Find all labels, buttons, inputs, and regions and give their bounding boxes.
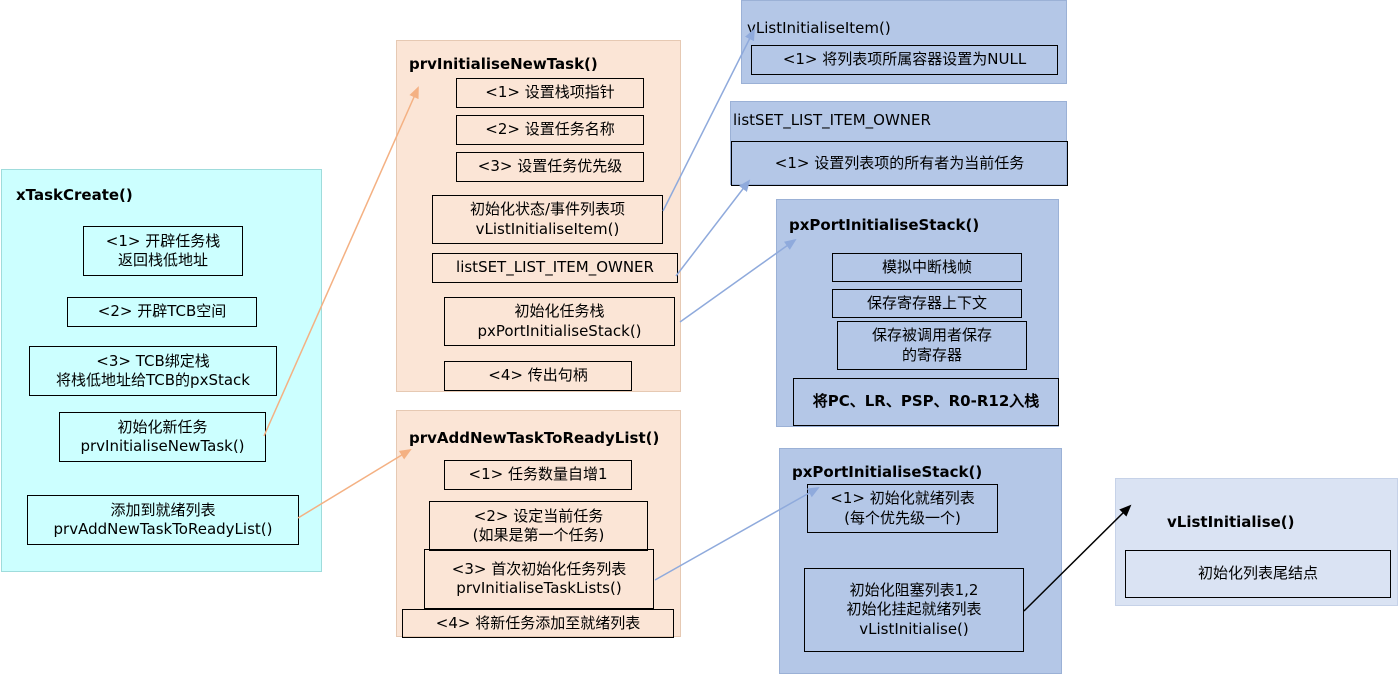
bind-tcb-stack-node: <3> TCB绑定栈 将栈低地址给TCB的pxStack bbox=[29, 346, 277, 396]
simulate-interrupt-frame-node: 模拟中断栈帧 bbox=[832, 253, 1022, 282]
vlistinitialise-panel: vListInitialise() 初始化列表尾结点 bbox=[1115, 478, 1398, 606]
set-container-null-node: <1> 将列表项所属容器设置为NULL bbox=[751, 45, 1058, 75]
save-register-context-node: 保存寄存器上下文 bbox=[832, 289, 1022, 318]
allocate-tcb-node: <2> 开辟TCB空间 bbox=[67, 297, 257, 327]
listsetlistitemowner-title: listSET_LIST_ITEM_OWNER bbox=[733, 111, 931, 129]
set-stack-top-node: <1> 设置栈项指针 bbox=[456, 78, 644, 108]
prvaddnewtasktoreadylist-panel: prvAddNewTaskToReadyList() <1> 任务数量自增1 <… bbox=[396, 410, 681, 638]
init-blocked-suspended-lists-node: 初始化阻塞列表1,2 初始化挂起就绪列表 vListInitialise() bbox=[804, 568, 1024, 652]
add-to-ready-list-step-node: <4> 将新任务添加至就绪列表 bbox=[402, 609, 674, 638]
increment-task-count-node: <1> 任务数量自增1 bbox=[444, 460, 632, 490]
prvinitialisenewtask-panel: prvInitialiseNewTask() <1> 设置栈项指针 <2> 设置… bbox=[396, 40, 681, 392]
prvaddnewtasktoreadylist-title: prvAddNewTaskToReadyList() bbox=[409, 429, 660, 447]
arrow-to-listsetlistitemowner bbox=[675, 179, 751, 277]
vlistinitialiseitem-panel: vListInitialiseItem() <1> 将列表项所属容器设置为NUL… bbox=[741, 0, 1067, 84]
init-task-stack-node: 初始化任务栈 pxPortInitialiseStack() bbox=[444, 297, 675, 346]
prvinitialisetasklists-title: pxPortInitialiseStack() bbox=[792, 463, 983, 481]
init-list-items-node: 初始化状态/事件列表项 vListInitialiseItem() bbox=[432, 195, 663, 244]
init-list-end-node: 初始化列表尾结点 bbox=[1125, 550, 1391, 598]
set-current-task-node: <2> 设定当前任务 (如果是第一个任务) bbox=[429, 501, 648, 551]
set-task-name-node: <2> 设置任务名称 bbox=[456, 115, 644, 145]
set-owner-current-task-node: <1> 设置列表项的所有者为当前任务 bbox=[731, 141, 1068, 186]
prvinitialisenewtask-title: prvInitialiseNewTask() bbox=[409, 55, 598, 73]
allocate-task-stack-node: <1> 开辟任务栈 返回栈低地址 bbox=[83, 226, 243, 276]
push-registers-node: 将PC、LR、PSP、R0-R12入栈 bbox=[793, 378, 1059, 426]
init-ready-lists-node: <1> 初始化就绪列表 (每个优先级一个) bbox=[807, 484, 998, 533]
init-new-task-node: 初始化新任务 prvInitialiseNewTask() bbox=[59, 412, 266, 462]
vlistinitialise-title: vListInitialise() bbox=[1167, 513, 1295, 531]
add-to-ready-list-node: 添加到就绪列表 prvAddNewTaskToReadyList() bbox=[27, 495, 299, 545]
pxportinitialisestack-title: pxPortInitialiseStack() bbox=[789, 216, 980, 234]
set-list-item-owner-node: listSET_LIST_ITEM_OWNER bbox=[432, 253, 678, 283]
pxportinitialisestack-panel: pxPortInitialiseStack() 模拟中断栈帧 保存寄存器上下文 … bbox=[776, 199, 1059, 427]
set-task-priority-node: <3> 设置任务优先级 bbox=[456, 152, 644, 182]
vlistinitialiseitem-title: vListInitialiseItem() bbox=[747, 19, 891, 37]
prvinitialisetasklists-panel: pxPortInitialiseStack() <1> 初始化就绪列表 (每个优… bbox=[779, 448, 1062, 674]
xtaskcreate-title: xTaskCreate() bbox=[16, 186, 133, 204]
save-callee-saved-registers-node: 保存被调用者保存 的寄存器 bbox=[837, 321, 1027, 370]
xtaskcreate-panel: xTaskCreate() <1> 开辟任务栈 返回栈低地址 <2> 开辟TCB… bbox=[1, 169, 322, 572]
return-handle-node: <4> 传出句柄 bbox=[444, 361, 632, 391]
listsetlistitemowner-panel: listSET_LIST_ITEM_OWNER <1> 设置列表项的所有者为当前… bbox=[730, 101, 1068, 186]
init-task-lists-node: <3> 首次初始化任务列表 prvInitialiseTaskLists() bbox=[424, 549, 654, 609]
